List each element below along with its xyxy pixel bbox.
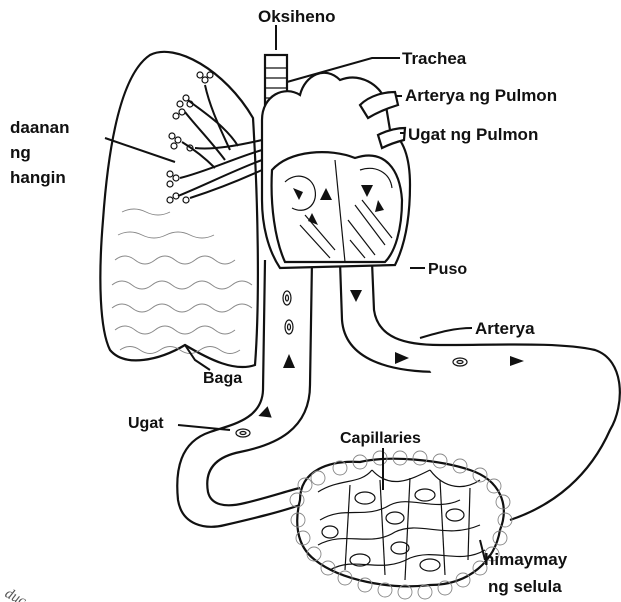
label-tissue-line1: himaymay [484,550,568,569]
label-capillaries: Capillaries [340,430,421,447]
label-artery: Arterya [475,319,535,338]
label-vein: Ugat [128,415,164,432]
label-airway-line2: ng [10,143,31,162]
heart [262,73,410,268]
label-trachea: Trachea [402,49,467,68]
label-tissue-line2: ng selula [488,577,562,596]
label-airway-line1: daanan [10,118,70,137]
label-heart: Puso [428,261,467,278]
label-oxygen: Oksiheno [258,7,335,26]
label-pulmonary-artery: Arterya ng Pulmon [405,86,557,105]
watermark-text: duc [2,585,29,602]
label-lung: Baga [203,370,242,387]
capillary-bed [290,451,512,599]
label-pulmonary-vein: Ugat ng Pulmon [408,125,538,144]
lung [100,52,262,367]
label-airway-line3: hangin [10,168,66,187]
